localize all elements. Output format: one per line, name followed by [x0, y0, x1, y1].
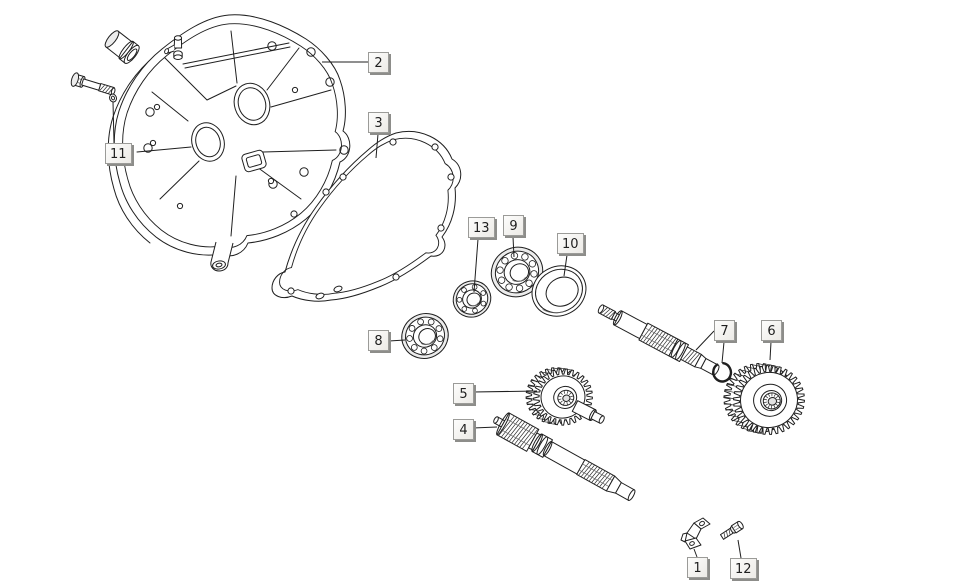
leader-line [563, 254, 568, 277]
part-breather-fitting [164, 35, 183, 61]
gasket-outline [271, 131, 462, 302]
case-bearing-boss-1 [233, 82, 271, 126]
part-gear-5 [525, 367, 593, 426]
gasket-slot [315, 292, 325, 300]
case-bolt-boss [267, 177, 275, 185]
leader-line [472, 426, 498, 429]
callout-1[interactable]: 1 [687, 557, 708, 578]
gasket-hole [322, 188, 330, 196]
leader-line [512, 236, 515, 258]
case-top-ledge [182, 42, 291, 69]
case-bolt-boss [176, 202, 184, 210]
callout-5[interactable]: 5 [453, 383, 474, 404]
case-outline [113, 14, 351, 257]
part-gear-5-stub [571, 400, 605, 424]
part-bearing-13 [452, 280, 492, 318]
gasket-hole [437, 224, 445, 232]
gasket-hole [431, 143, 439, 151]
case-foot-bore [215, 262, 223, 268]
leader-line [388, 339, 406, 342]
part-seal-10 [531, 265, 587, 317]
callout-8[interactable]: 8 [368, 330, 389, 351]
gasket-inner-edge [279, 137, 454, 295]
leader-line [472, 390, 538, 393]
case-bolt-boss [291, 86, 299, 94]
part-washer-11 [109, 93, 117, 103]
gasket-hole [339, 173, 347, 181]
case-bearing-bore-1 [237, 87, 267, 121]
leader-line [473, 238, 479, 293]
leader-line [375, 133, 379, 159]
case-foot-end [212, 260, 226, 270]
gasket-hole [290, 210, 298, 218]
part-shaft-main [493, 412, 636, 501]
part-bearing-9 [490, 246, 544, 298]
case-flange-hole [145, 107, 155, 117]
gasket-hole [287, 287, 295, 295]
leader-line [112, 101, 115, 144]
callout-9[interactable]: 9 [503, 215, 524, 236]
leader-line [693, 548, 698, 558]
part-bearing-8 [401, 313, 449, 359]
leader-lines [112, 61, 772, 559]
callout-3[interactable]: 3 [368, 112, 389, 133]
leader-line [695, 330, 715, 351]
callout-10[interactable]: 10 [557, 233, 584, 254]
callout-12[interactable]: 12 [730, 558, 757, 579]
gasket-hole [447, 173, 455, 181]
case-boss-inner [245, 154, 263, 168]
part-bracket [680, 517, 711, 550]
case-bolt-boss [153, 103, 161, 111]
leader-line [737, 539, 742, 559]
part-circlip [712, 362, 733, 383]
callout-6[interactable]: 6 [761, 320, 782, 341]
gasket-hole [389, 138, 397, 146]
callout-11[interactable]: 11 [105, 143, 132, 164]
callout-4[interactable]: 4 [453, 419, 474, 440]
part-screw [719, 520, 744, 540]
part-bushing [104, 30, 140, 64]
case-flange-hole [143, 143, 153, 153]
part-gear-case-cover [107, 14, 351, 272]
leader-line [769, 341, 772, 361]
part-gear-6 [723, 363, 805, 435]
case-bolt-boss [149, 139, 157, 147]
case-inner-rim [122, 23, 342, 248]
case-bearing-bore-2 [195, 126, 221, 158]
gasket-slot [333, 285, 343, 293]
callout-7[interactable]: 7 [714, 320, 735, 341]
part-shaft-secondary [597, 304, 720, 376]
part-bolt-11 [70, 72, 116, 96]
case-flange-hole [339, 145, 349, 155]
case-ribs [136, 30, 337, 237]
case-flange-hole [306, 47, 316, 57]
leader-line [721, 341, 725, 364]
gasket-hole [392, 273, 400, 281]
case-flange-hole [299, 167, 309, 177]
callout-13[interactable]: 13 [468, 217, 495, 238]
part-gasket [271, 131, 462, 302]
callout-2[interactable]: 2 [368, 52, 389, 73]
